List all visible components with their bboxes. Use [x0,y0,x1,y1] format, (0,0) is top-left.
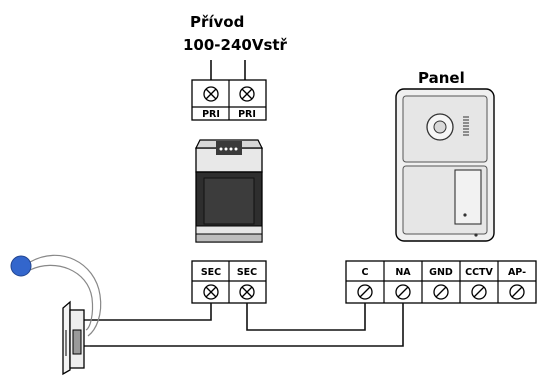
pri-label-1: PRI [202,109,220,120]
speaker-grille-icon [463,116,469,136]
panel-label-c: C [362,267,369,278]
panel-screw-cctv-icon [471,284,487,300]
panel-screw-na-icon [395,284,411,300]
exit-button-cable-1 [29,254,102,337]
call-button-icon [454,169,482,225]
door-panel-device [395,88,495,242]
electric-lock-icon [62,300,90,376]
wire-sec2-to-c [246,303,366,331]
panel-label-cctv: CCTV [465,267,493,278]
panel-screw-gnd-icon [433,284,449,300]
panel-label-na: NA [395,267,411,278]
panel-title: Panel [418,69,465,87]
panel-terminal-block: C NA GND CCTV AP- [345,260,537,304]
panel-screw-c-icon [357,284,373,300]
power-input-title: Přívod [190,13,244,31]
sec-screw-2-icon [239,284,255,300]
power-supply-unit [195,139,263,243]
panel-screw-ap-icon [509,284,525,300]
pri-label-2: PRI [238,109,256,120]
sec-screw-1-icon [203,284,219,300]
sec-label-1: SEC [201,267,221,278]
wire-sec1-to-lock [90,303,212,321]
power-input-voltage: 100-240Vstř [183,36,288,54]
exit-button-icon [10,255,32,277]
pri-screw-2-icon [239,86,255,102]
sec-terminal-block: SEC SEC [191,260,267,304]
panel-label-ap: AP- [508,267,526,278]
exit-button-cable-2 [29,264,94,331]
sec-label-2: SEC [237,267,257,278]
pri-screw-1-icon [203,86,219,102]
panel-label-gnd: GND [429,267,453,278]
wire-na-to-lock [90,303,404,347]
pri-terminal-block: PRI PRI [191,79,267,121]
